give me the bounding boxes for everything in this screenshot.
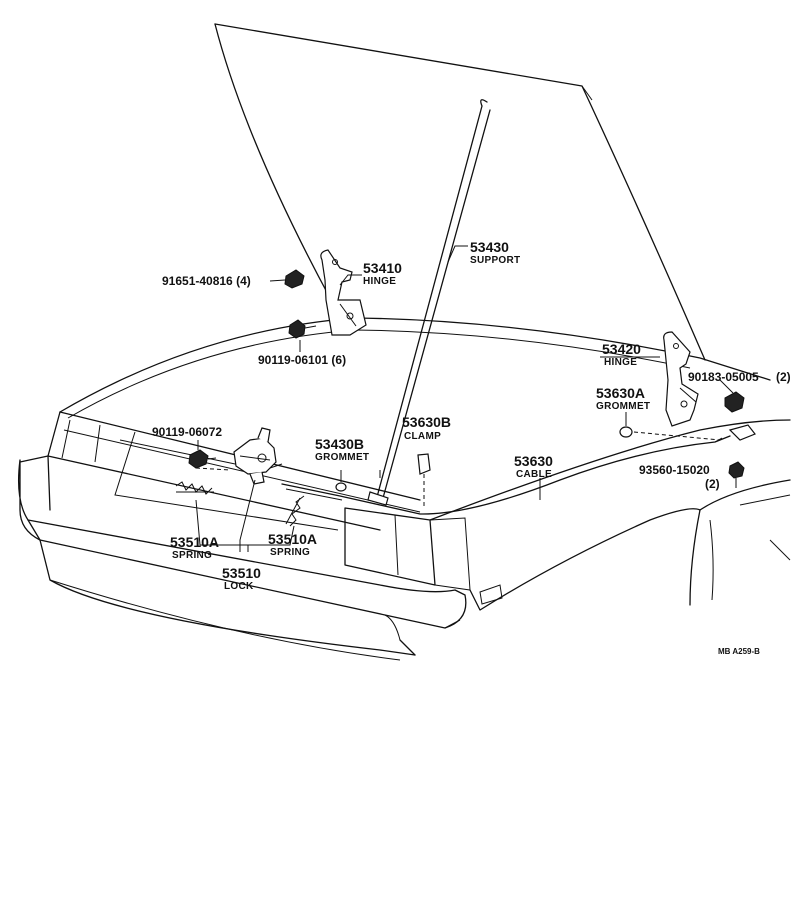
right-screw <box>728 461 745 488</box>
support-rod <box>367 99 491 506</box>
screw-right-qty: (2) <box>705 477 720 491</box>
spring-left <box>175 481 214 495</box>
screw-right-pn: 93560-15020 <box>639 463 710 477</box>
right-clip <box>719 379 745 413</box>
hood-panel <box>214 23 706 361</box>
spring-left-number: 53510A <box>170 534 219 550</box>
diagram-code: MB A259-B <box>718 647 760 656</box>
lock-bolt <box>188 440 217 469</box>
support-number: 53430 <box>470 239 509 255</box>
hinge-nut <box>288 319 317 352</box>
cable-clamp <box>417 453 431 508</box>
clip-right-qty: (2) <box>776 370 791 384</box>
cable-name: CABLE <box>516 469 552 480</box>
hood-lock <box>233 427 283 485</box>
cable-number: 53630 <box>514 453 553 469</box>
bolt-lock-pn: 90119-06072 <box>152 425 222 439</box>
hinge-right-name: HINGE <box>604 357 637 368</box>
support-name: SUPPORT <box>470 255 520 266</box>
car-body-outline <box>17 317 791 661</box>
hinge-right-number: 53420 <box>602 341 641 357</box>
bolt-hinge-pn: 91651-40816 (4) <box>162 274 251 288</box>
clamp-name: CLAMP <box>404 431 441 442</box>
nut-hinge-pn: 90119-06101 (6) <box>258 353 346 367</box>
clamp-number: 53630B <box>402 414 451 430</box>
clip-right-pn: 90183-05005 <box>688 370 759 384</box>
spring-right-number: 53510A <box>268 531 317 547</box>
spring-right-name: SPRING <box>270 547 310 558</box>
spring-left-name: SPRING <box>172 550 212 561</box>
spring-right <box>285 495 305 527</box>
hinge-bolt <box>269 269 305 289</box>
right-hinge <box>663 331 699 427</box>
grommet-b-name: GROMMET <box>315 452 369 463</box>
grommet-a-name: GROMMET <box>596 401 650 412</box>
lock-number: 53510 <box>222 565 261 581</box>
support-grommet <box>335 470 347 492</box>
grommet-b-number: 53430B <box>315 436 364 452</box>
hinge-left-name: HINGE <box>363 276 396 287</box>
dashed-guides <box>195 431 721 471</box>
release-cable <box>281 424 756 515</box>
leader-lines <box>195 245 660 552</box>
left-hinge <box>320 249 367 336</box>
lock-name: LOCK <box>224 581 254 592</box>
cable-grommet <box>619 412 633 438</box>
grommet-a-number: 53630A <box>596 385 645 401</box>
hinge-left-number: 53410 <box>363 260 402 276</box>
